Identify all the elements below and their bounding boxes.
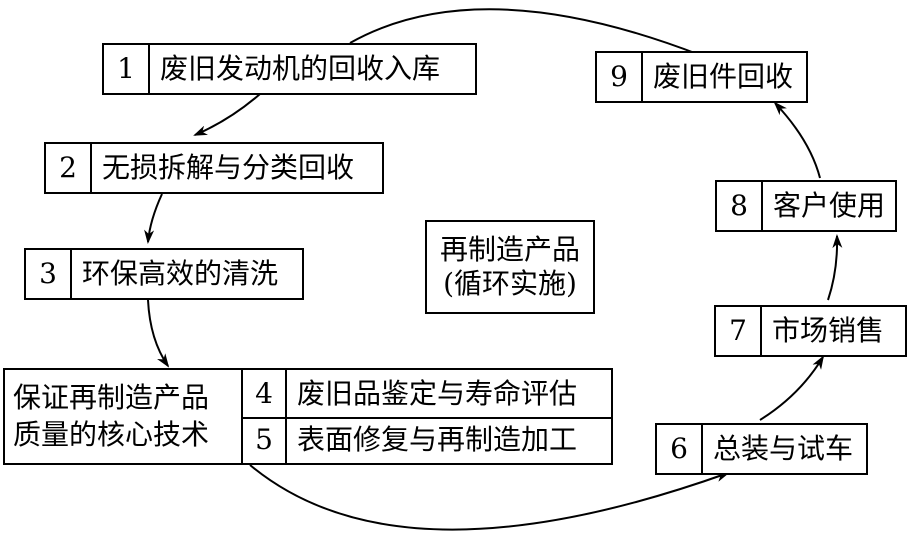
step-number: 5 xyxy=(243,417,287,463)
arrow-7-to-8 xyxy=(827,234,843,301)
arc-top xyxy=(349,8,701,56)
step-number: 6 xyxy=(657,425,703,473)
step-label: 客户使用 xyxy=(773,189,886,222)
step-5-row: 5 表面修复与再制造加工 xyxy=(243,417,611,463)
arrow-3-to-core xyxy=(147,299,170,368)
arrow-1-to-2 xyxy=(193,93,261,136)
step-6-box: 6 总装与试车 xyxy=(655,423,868,475)
step-3-box: 3 环保高效的清洗 xyxy=(24,248,304,300)
center-product-box: 再制造产品 (循环实施) xyxy=(425,220,595,314)
arrow-2-to-3 xyxy=(144,193,163,244)
core-line-1: 保证再制造产品 xyxy=(13,381,210,415)
step-label: 废旧品鉴定与寿命评估 xyxy=(297,376,578,410)
arrow-6-to-7 xyxy=(759,355,825,421)
step-label: 市场销售 xyxy=(772,314,885,347)
center-line-2: (循环实施) xyxy=(443,267,577,300)
core-technology-block: 保证再制造产品 质量的核心技术 4 废旧品鉴定与寿命评估 5 表面修复与再制造加… xyxy=(3,368,613,465)
step-number: 1 xyxy=(104,45,150,93)
step-number: 3 xyxy=(26,250,72,298)
arrow-core-to-6 xyxy=(249,464,730,531)
step-label: 环保高效的清洗 xyxy=(82,257,279,290)
step-2-box: 2 无损拆解与分类回收 xyxy=(44,142,384,194)
step-label: 表面修复与再制造加工 xyxy=(297,423,578,456)
step-label: 总装与试车 xyxy=(713,432,854,465)
step-label: 废旧件回收 xyxy=(653,60,794,93)
step-8-box: 8 客户使用 xyxy=(715,180,897,232)
step-label: 无损拆解与分类回收 xyxy=(102,151,355,184)
step-number: 4 xyxy=(243,370,287,417)
arrow-8-to-9 xyxy=(773,101,821,179)
step-number: 9 xyxy=(597,53,643,101)
core-technology-title: 保证再制造产品 质量的核心技术 xyxy=(5,370,243,463)
step-number: 8 xyxy=(717,182,763,230)
center-line-1: 再制造产品 xyxy=(439,233,580,267)
step-9-box: 9 废旧件回收 xyxy=(595,51,808,103)
step-1-box: 1 废旧发动机的回收入库 xyxy=(102,43,477,95)
step-4-row: 4 废旧品鉴定与寿命评估 xyxy=(243,370,611,419)
step-7-box: 7 市场销售 xyxy=(714,305,907,357)
step-number: 7 xyxy=(716,307,762,355)
core-line-2: 质量的核心技术 xyxy=(13,417,210,451)
step-number: 2 xyxy=(46,144,92,192)
step-label: 废旧发动机的回收入库 xyxy=(160,52,441,85)
